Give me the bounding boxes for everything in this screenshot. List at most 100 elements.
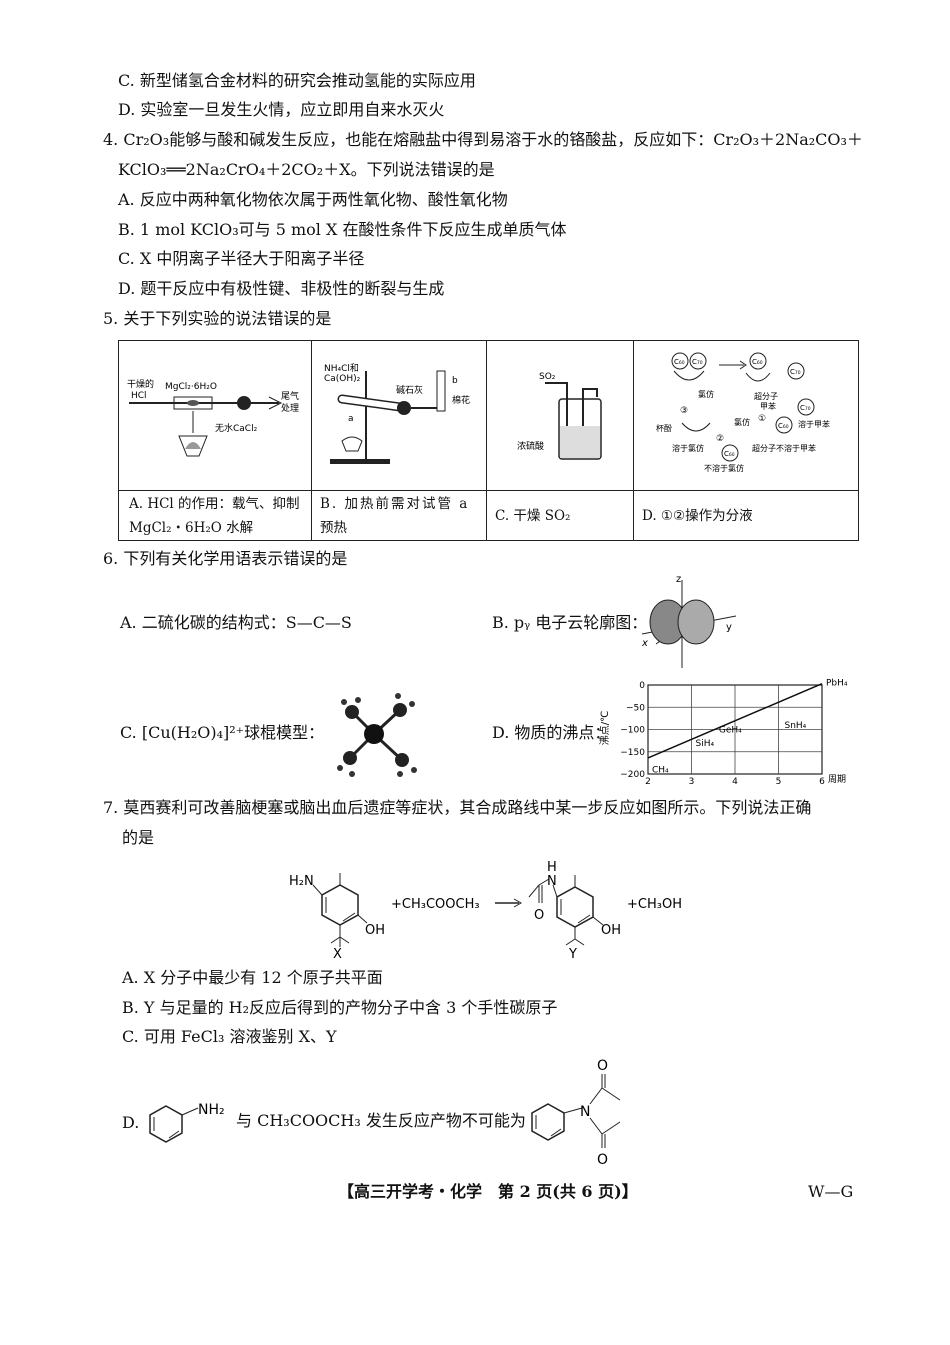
label-so2: SO₂ <box>539 372 556 382</box>
label-imide-n: N <box>580 1104 590 1120</box>
series-line <box>647 682 823 759</box>
chart-x-axis-label: 周期 <box>828 774 846 785</box>
q5-cell-c-figure: SO₂ 浓硫酸 <box>486 340 634 491</box>
label-conc-h2so4: 浓硫酸 <box>517 440 544 452</box>
py-orbital-diagram: z y x <box>641 574 737 668</box>
fullerene-separation-scheme: C₆₀ C₇₀ C₆₀ C₇₀ 氯仿 超分子 甲苯 C₇₀ ③ 杯酚 氯仿 <box>656 352 830 473</box>
y-tick-label: −100 <box>620 726 645 736</box>
label-c60-a: C₆₀ <box>674 358 685 366</box>
arrow-head <box>513 898 523 908</box>
q5-option-a-line1: A. HCl 的作用：载气、抑制 <box>129 496 300 512</box>
footer-page-info: 【高三开学考・化学 第 2 页(共 6 页)】 <box>338 1182 638 1201</box>
hcl-dehydration-apparatus: 干燥的 HCl MgCl₂·6H₂O 尾气 处理 无水CaCl₂ <box>127 378 299 457</box>
gas-washing-bottle: SO₂ 浓硫酸 <box>517 372 602 460</box>
label-step3: ③ <box>680 406 688 416</box>
label-oh-y: OH <box>601 923 621 938</box>
q5-option-b-cell: B. 加热前需对试管 a 预热 <box>311 490 487 541</box>
axis-y-label: y <box>726 622 732 633</box>
q5-stem: 5. 关于下列实验的说法错误的是 <box>103 309 332 328</box>
q5-cell-a-figure: 干燥的 HCl MgCl₂·6H₂O 尾气 处理 无水CaCl₂ <box>118 340 312 491</box>
q7-option-d-text: 与 CH₃COOCH₃ 发生反应产物不可能为 <box>236 1111 526 1130</box>
point-label: CH₄ <box>652 766 669 776</box>
point-label: SnH₄ <box>785 721 807 731</box>
label-h: H <box>547 860 557 875</box>
label-a: a <box>348 414 354 424</box>
q6-option-c: C. [Cu(H₂O)₄]²⁺球棍模型： <box>120 723 325 742</box>
reactant-x-structure <box>312 873 368 947</box>
q6-option-a: A. 二硫化碳的结构式：S—C—S <box>120 613 352 632</box>
label-y: Y <box>568 947 577 962</box>
x-tick-label: 2 <box>645 777 651 787</box>
label-b: b <box>452 376 458 386</box>
label-step2: ② <box>716 434 724 444</box>
x-tick-label: 4 <box>732 777 738 787</box>
label-supra-insoluble: 超分子不溶于甲苯 <box>752 443 816 453</box>
label-step1: ① <box>758 414 766 424</box>
q3-option-c: C. 新型储氢合金材料的研究会推动氢能的实际应用 <box>118 71 476 90</box>
q4-option-d: D. 题干反应中有极性键、非极性的断裂与生成 <box>118 279 445 298</box>
q5-option-d-cell: D. ①②操作为分液 <box>633 490 859 541</box>
label-c60-c: C₆₀ <box>778 422 789 430</box>
label-o: O <box>534 908 544 923</box>
q5-option-a-line2: MgCl₂・6H₂O 水解 <box>129 520 254 536</box>
chart-series <box>647 682 823 759</box>
q4-option-c: C. X 中阴离子半径大于阳离子半径 <box>118 249 365 268</box>
product-y-structure <box>528 875 604 946</box>
label-c70-c: C₇₀ <box>800 404 811 412</box>
aniline-structure: NH₂ <box>149 1102 225 1143</box>
label-plus-methanol: +CH₃OH <box>627 897 682 912</box>
label-h2n: H₂N <box>289 874 314 889</box>
label-mgcl2: MgCl₂·6H₂O <box>165 382 217 392</box>
q5-option-a-cell: A. HCl 的作用：载气、抑制 MgCl₂・6H₂O 水解 <box>118 490 312 541</box>
x-tick-label: 3 <box>689 777 695 787</box>
label-imide-o-top: O <box>597 1058 608 1074</box>
y-tick-label: 0 <box>639 681 645 691</box>
q5-option-c-cell: C. 干燥 SO₂ <box>486 490 634 541</box>
footer-code: W—G <box>808 1182 854 1201</box>
q6-stem: 6. 下列有关化学用语表示错误的是 <box>103 549 348 568</box>
q7-option-a: A. X 分子中最少有 12 个原子共平面 <box>122 968 383 987</box>
label-soluble-toluene: 溶于甲苯 <box>798 419 830 429</box>
y-tick-label: −200 <box>620 770 645 780</box>
label-insoluble-chloroform: 不溶于氯仿 <box>704 463 744 473</box>
label-c70-a: C₇₀ <box>692 358 703 366</box>
q5-option-b-line2: 预热 <box>320 520 347 536</box>
label-soda-lime: 碱石灰 <box>396 384 423 396</box>
label-nh2: NH₂ <box>198 1102 225 1118</box>
q5-option-c: C. 干燥 SO₂ <box>495 508 571 524</box>
axis-z-label: z <box>676 574 681 585</box>
chart-grid <box>647 684 823 775</box>
q6-option-d: D. 物质的沸点： <box>492 723 611 742</box>
label-oh-x: OH <box>365 923 385 938</box>
label-chloroform-2: 氯仿 <box>734 417 750 427</box>
ammonia-preparation-apparatus: NH₄Cl和 Ca(OH)₂ 碱石灰 b 棉花 a <box>324 363 470 464</box>
q6-option-b: B. pᵧ 电子云轮廓图： <box>492 613 648 632</box>
cu-h2o-ball-stick-model <box>337 693 417 777</box>
q7-option-b: B. Y 与足量的 H₂反应后得到的产物分子中含 3 个手性碳原子 <box>122 998 558 1017</box>
point-label: PbH₄ <box>826 678 848 688</box>
label-soluble-chloroform: 溶于氯仿 <box>672 443 704 453</box>
q5-option-d: D. ①②操作为分液 <box>642 508 753 524</box>
label-x: X <box>333 947 342 962</box>
axis-x-label: x <box>641 638 648 649</box>
q7-stem-line1: 7. 莫西赛利可改善脑梗塞或脑出血后遗症等症状，其合成路线中某一步反应如图所示。… <box>103 798 812 817</box>
label-c70-b: C₇₀ <box>790 368 801 376</box>
label-tail-gas: 尾气 <box>281 390 299 402</box>
label-c60-d: C₆₀ <box>724 450 735 458</box>
label-calixarene: 杯酚 <box>656 423 672 433</box>
point-label: SiH₄ <box>696 739 715 749</box>
label-chloroform-1: 氯仿 <box>698 389 714 399</box>
label-cotton: 棉花 <box>452 394 470 406</box>
q4-stem-line2: KClO₃══2Na₂CrO₄＋2CO₂＋X。下列说法错误的是 <box>118 160 495 179</box>
label-supramolecule: 超分子 <box>754 391 778 401</box>
x-tick-label: 5 <box>776 777 782 787</box>
label-dry: 干燥的 <box>127 378 154 390</box>
q5-experiment-table: 干燥的 HCl MgCl₂·6H₂O 尾气 处理 无水CaCl₂ NH₄Cl和 … <box>118 340 859 541</box>
chart-y-axis-label: 沸点/℃ <box>598 711 611 746</box>
q4-option-b: B. 1 mol KClO₃可与 5 mol X 在酸性条件下反应生成单质气体 <box>118 220 567 239</box>
label-caoh2: Ca(OH)₂ <box>324 374 361 384</box>
label-treatment: 处理 <box>281 402 299 414</box>
label-toluene: 甲苯 <box>760 401 776 411</box>
label-hcl: HCl <box>131 391 147 401</box>
